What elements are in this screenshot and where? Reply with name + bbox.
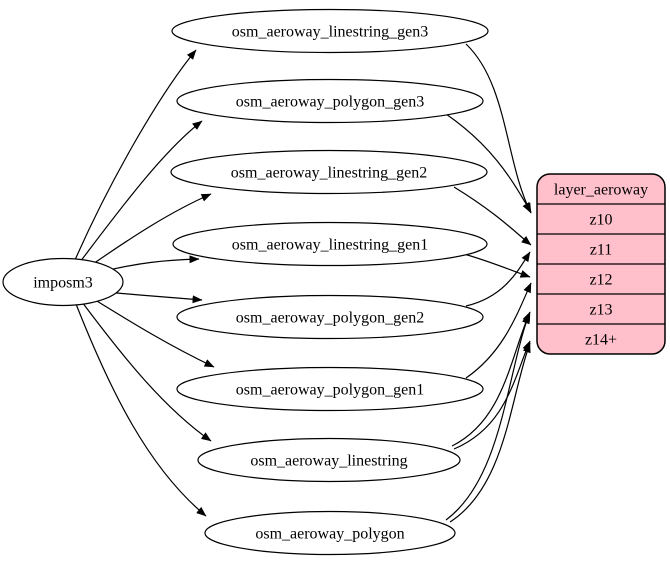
osm-aeroway-polygon-gen1-ellipse [176, 366, 484, 412]
layer-aeroway-header-label: layer_aeroway [554, 182, 648, 199]
edge-osm-aeroway-linestring-gen2-z11 [453, 186, 532, 246]
edge-osm-aeroway-linestring-gen3-z10 [465, 43, 532, 214]
edge-osm-aeroway-linestring-z13 [451, 311, 531, 447]
edge-osm-aeroway-linestring-gen1-z12 [463, 253, 531, 278]
osm-aeroway-polygon-ellipse [204, 510, 456, 556]
node-imposm3: imposm3 [2, 257, 124, 307]
edge-imposm3-osm-aeroway-polygon-gen3 [79, 120, 203, 263]
edge-imposm3-osm-aeroway-polygon [75, 303, 207, 517]
osm-aeroway-polygon-gen3-ellipse [176, 78, 484, 124]
edge-imposm3-osm-aeroway-linestring-gen1 [104, 255, 200, 272]
edges-from-source [74, 49, 215, 517]
edge-imposm3-osm-aeroway-polygon-gen2 [104, 291, 203, 304]
osm-aeroway-polygon-gen2-ellipse [176, 294, 484, 340]
edges-to-layer [445, 43, 532, 523]
imposm3-ellipse [2, 257, 124, 307]
layer-aeroway-row-z13-label: z13 [589, 302, 612, 319]
osm-aeroway-linestring-gen3-ellipse [171, 8, 489, 54]
layer-aeroway-row-z10-label: z10 [589, 212, 612, 229]
edge-osm-aeroway-polygon-z13 [445, 313, 530, 521]
osm-aeroway-linestring-gen1-ellipse [172, 221, 488, 267]
edge-osm-aeroway-linestring-z14 [453, 340, 531, 450]
node-osm-aeroway-linestring-gen1: osm_aeroway_linestring_gen1 [172, 221, 488, 267]
osm-aeroway-polygon-label: osm_aeroway_polygon [255, 526, 404, 543]
edge-osm-aeroway-polygon-z14 [449, 342, 531, 523]
node-osm-aeroway-polygon-gen2: osm_aeroway_polygon_gen2 [176, 294, 484, 340]
node-osm-aeroway-linestring: osm_aeroway_linestring [197, 437, 461, 483]
edge-osm-aeroway-polygon-gen3-z10 [445, 113, 532, 213]
edge-imposm3-osm-aeroway-linestring [81, 301, 212, 442]
node-osm-aeroway-polygon-gen3: osm_aeroway_polygon_gen3 [176, 78, 484, 124]
node-osm-aeroway-polygon: osm_aeroway_polygon [204, 510, 456, 556]
osm-aeroway-linestring-gen2-label: osm_aeroway_linestring_gen2 [231, 165, 427, 182]
edge-osm-aeroway-polygon-gen1-z12 [465, 282, 532, 379]
edge-imposm3-osm-aeroway-linestring-gen2 [89, 193, 212, 267]
layer-aeroway-row-z14-label: z14+ [585, 332, 617, 349]
node-layer-aeroway: layer_aeroway z10 z11 z12 z13 z14+ [536, 173, 666, 355]
osm-aeroway-polygon-gen3-label: osm_aeroway_polygon_gen3 [236, 94, 424, 111]
osm-aeroway-linestring-gen3-label: osm_aeroway_linestring_gen3 [232, 24, 428, 41]
edge-osm-aeroway-polygon-gen2-z11 [465, 251, 531, 307]
layer-aeroway-row-z12-label: z12 [589, 272, 612, 289]
edge-imposm3-osm-aeroway-linestring-gen3 [74, 49, 197, 261]
layer-aeroway-row-z11-label: z11 [590, 242, 613, 259]
node-osm-aeroway-linestring-gen3: osm_aeroway_linestring_gen3 [171, 8, 489, 54]
osm-aeroway-polygon-gen1-label: osm_aeroway_polygon_gen1 [236, 382, 424, 399]
edge-imposm3-osm-aeroway-polygon-gen1 [91, 297, 215, 368]
osm-aeroway-polygon-gen2-label: osm_aeroway_polygon_gen2 [236, 310, 424, 327]
osm-aeroway-linestring-gen1-label: osm_aeroway_linestring_gen1 [232, 237, 428, 254]
osm-aeroway-linestring-ellipse [197, 437, 461, 483]
imposm3-label: imposm3 [33, 275, 93, 292]
osm-aeroway-linestring-label: osm_aeroway_linestring [250, 453, 407, 470]
node-osm-aeroway-linestring-gen2: osm_aeroway_linestring_gen2 [170, 149, 488, 195]
node-osm-aeroway-polygon-gen1: osm_aeroway_polygon_gen1 [176, 366, 484, 412]
osm-aeroway-linestring-gen2-ellipse [170, 149, 488, 195]
